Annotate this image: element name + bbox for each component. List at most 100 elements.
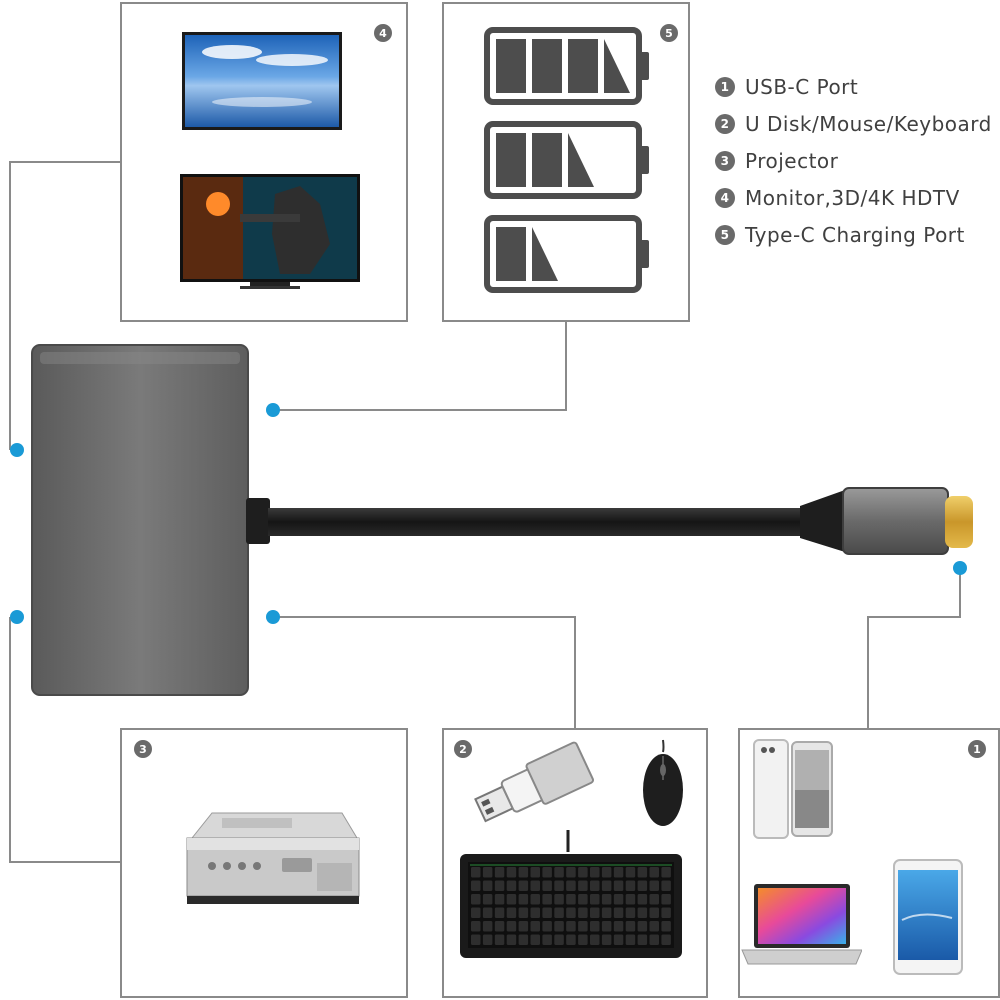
keyboard-key <box>601 867 612 878</box>
keyboard-key <box>601 880 612 891</box>
connector-dots <box>10 403 967 624</box>
keyboard-key <box>578 894 588 905</box>
hub-body <box>31 344 249 696</box>
keyboard-key <box>601 907 612 918</box>
dot-peripherals <box>266 610 280 624</box>
keyboard-key <box>554 907 564 918</box>
keyboard-key <box>494 934 505 945</box>
keyboard-key <box>494 867 505 878</box>
line-peripherals <box>273 616 576 728</box>
keyboard-key <box>482 880 493 891</box>
keyboard-key <box>590 921 600 932</box>
keyboard-key <box>518 934 529 945</box>
tablet-icon <box>893 859 963 975</box>
dot-usbc <box>953 561 967 575</box>
keyboard-key <box>494 907 505 918</box>
keyboard-key <box>649 907 659 918</box>
keyboard-key <box>494 880 505 891</box>
panel-monitor-badge: 4 <box>374 24 392 42</box>
legend-num: 5 <box>715 224 735 245</box>
keyboard-key <box>578 921 588 932</box>
keyboard-key <box>625 894 636 905</box>
keyboard-key <box>625 934 636 945</box>
keyboard-key <box>554 867 564 878</box>
legend-item-peripherals: 2 U Disk/Mouse/Keyboard <box>715 105 1000 142</box>
panel-projector: 3 <box>120 728 408 998</box>
usb-drive-icon <box>474 741 595 823</box>
keyboard-key <box>471 921 481 932</box>
keyboard-key <box>482 934 493 945</box>
phone-icon <box>753 739 833 839</box>
keyboard-key <box>649 867 659 878</box>
keyboard-key <box>578 934 588 945</box>
keyboard-key <box>649 894 659 905</box>
keyboard-key <box>554 934 564 945</box>
keyboard-key <box>482 867 493 878</box>
keyboard-key <box>506 934 517 945</box>
keyboard-key <box>661 880 671 891</box>
dot-monitor <box>10 443 24 457</box>
battery-low-icon <box>484 215 649 293</box>
keyboard-key <box>566 880 576 891</box>
line-usbc <box>867 568 961 728</box>
keyboard-key <box>601 921 612 932</box>
legend-label: Type-C Charging Port <box>745 222 965 247</box>
keyboard-key <box>530 934 540 945</box>
keyboard-key <box>518 907 529 918</box>
keyboard-key <box>578 907 588 918</box>
keyboard-key <box>482 907 493 918</box>
keyboard-key <box>518 867 529 878</box>
projector-icon <box>186 812 360 904</box>
legend-item-monitor: 4 Monitor,3D/4K HDTV <box>715 179 1000 216</box>
keyboard-key <box>637 880 648 891</box>
keyboard-key <box>590 934 600 945</box>
keyboard-key <box>471 907 481 918</box>
dot-projector <box>10 610 24 624</box>
keyboard-key <box>506 907 517 918</box>
legend-item-usb-c: 1 USB-C Port <box>715 68 1000 105</box>
keyboard-key <box>542 867 552 878</box>
panel-usbc-badge: 1 <box>968 740 986 758</box>
keyboard-key <box>590 894 600 905</box>
keyboard-key <box>590 880 600 891</box>
keyboard-key <box>649 880 659 891</box>
connector-lines <box>9 161 961 863</box>
keyboard-key <box>661 894 671 905</box>
line-charging <box>273 320 567 411</box>
keyboard-key <box>590 907 600 918</box>
keyboard-key <box>530 867 540 878</box>
dot-charging <box>266 403 280 417</box>
legend-num: 4 <box>715 187 735 208</box>
line-projector <box>9 617 122 863</box>
keyboard-key <box>542 921 552 932</box>
keyboard-key <box>649 921 659 932</box>
battery-mid-icon <box>484 121 649 199</box>
keyboard-key <box>471 867 481 878</box>
keyboard-key <box>613 921 624 932</box>
keyboard-key <box>494 894 505 905</box>
keyboard-key <box>566 907 576 918</box>
mouse-icon <box>643 739 683 826</box>
keyboard-key <box>554 921 564 932</box>
keyboard-key <box>542 894 552 905</box>
legend-item-charging: 5 Type-C Charging Port <box>715 216 1000 253</box>
keyboard-key <box>542 880 552 891</box>
panel-monitor: 4 <box>120 2 408 322</box>
keyboard-key <box>494 921 505 932</box>
keyboard-key <box>661 907 671 918</box>
legend-label: U Disk/Mouse/Keyboard <box>745 111 992 136</box>
keyboard-key <box>554 880 564 891</box>
legend: 1 USB-C Port 2 U Disk/Mouse/Keyboard 3 P… <box>715 68 1000 253</box>
legend-label: Monitor,3D/4K HDTV <box>745 185 960 210</box>
keyboard-icon <box>460 830 682 958</box>
keyboard-key <box>518 880 529 891</box>
keyboard-key <box>601 934 612 945</box>
keyboard-key <box>530 907 540 918</box>
keyboard-key <box>530 880 540 891</box>
keyboard-key <box>471 894 481 905</box>
tv-game-icon <box>180 174 360 289</box>
legend-num: 3 <box>715 150 735 171</box>
panel-charging: 5 <box>442 2 690 322</box>
panel-usbc-devices: 1 <box>738 728 1000 998</box>
